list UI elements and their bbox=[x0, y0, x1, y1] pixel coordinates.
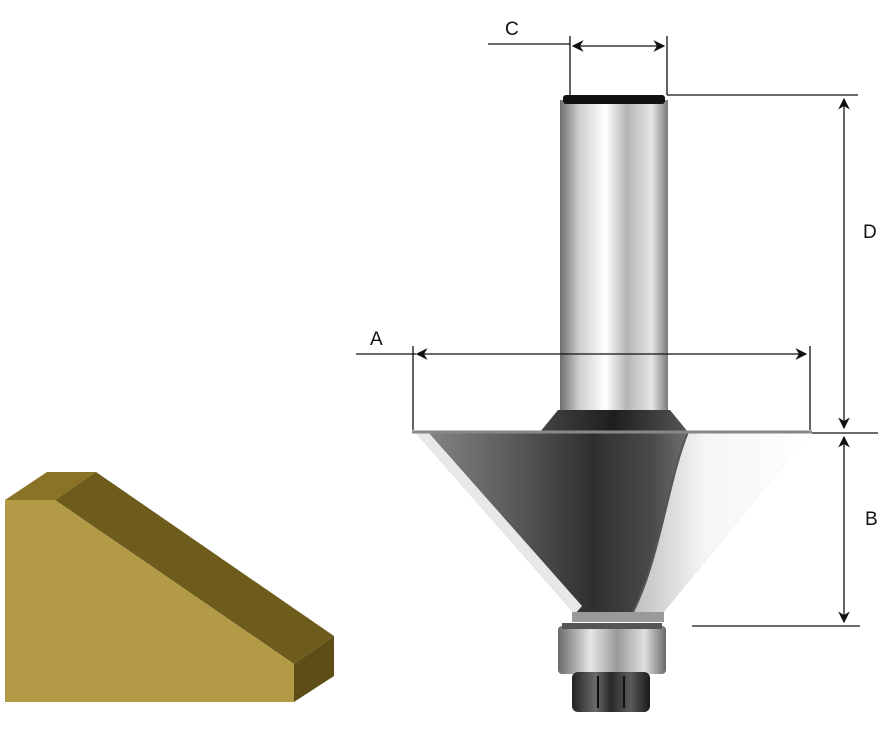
cutter-base bbox=[572, 612, 664, 622]
bearing-nut bbox=[572, 672, 650, 712]
workpiece-bevel-face bbox=[55, 472, 334, 664]
workpiece-front-face bbox=[5, 500, 294, 702]
workpiece-profile-icon bbox=[5, 472, 334, 702]
shank-top-edge bbox=[563, 95, 665, 104]
shank bbox=[560, 100, 668, 412]
workpiece-side-face bbox=[294, 636, 334, 702]
dimension-label-d: D bbox=[863, 222, 877, 243]
bearing bbox=[558, 626, 666, 674]
router-bit-icon bbox=[412, 95, 812, 712]
carbide-blade bbox=[632, 432, 810, 614]
dimension-d bbox=[667, 94, 858, 430]
dimension-label-a: A bbox=[370, 329, 383, 350]
dimension-c bbox=[488, 36, 668, 95]
dimension-label-b: B bbox=[865, 509, 878, 530]
dimension-label-c: C bbox=[505, 19, 519, 40]
workpiece-top-face bbox=[5, 472, 96, 500]
neck bbox=[540, 410, 688, 432]
dimension-b bbox=[692, 432, 878, 627]
dimension-a bbox=[356, 346, 811, 430]
cutter-left-edge bbox=[415, 432, 582, 614]
